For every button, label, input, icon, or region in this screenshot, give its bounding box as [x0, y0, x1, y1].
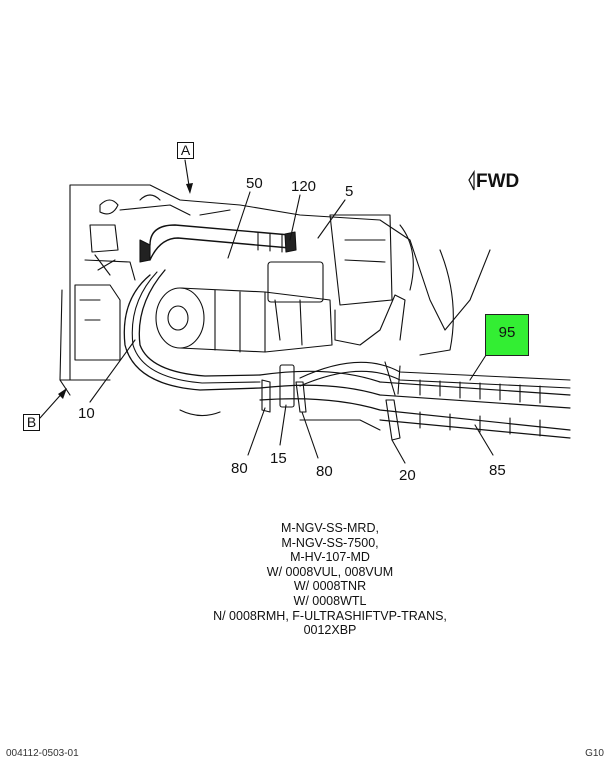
callout-50: 50: [246, 175, 263, 192]
leader-80a: [247, 407, 266, 456]
view-label-a: A: [177, 142, 194, 159]
leader-120: [289, 194, 301, 241]
note-line: M-HV-107-MD: [290, 550, 370, 565]
callout-120: 120: [291, 178, 317, 195]
engine-detail-upper: [84, 194, 231, 281]
callout-15: 15: [270, 450, 287, 467]
note-line: 0012XBP: [303, 623, 357, 638]
leader-85: [474, 424, 494, 456]
callout-95-highlight: 95: [485, 314, 529, 356]
callout-20: 20: [399, 467, 416, 484]
callout-80-left: 80: [231, 460, 248, 477]
applicability-notes: M-NGV-SS-MRD, M-NGV-SS-7500, M-HV-107-MD…: [180, 521, 480, 638]
leader-80b: [301, 411, 319, 459]
leader-15: [279, 404, 287, 446]
footer-left-code: 004112-0503-01: [6, 748, 79, 759]
callout-85: 85: [489, 462, 506, 479]
clamp-80-right: [295, 381, 307, 413]
leader-95: [469, 351, 489, 381]
callout-5: 5: [345, 183, 354, 200]
starter-motor-body: [179, 287, 333, 353]
cable-loop-10: [123, 274, 261, 391]
view-label-b: B: [23, 414, 40, 431]
fwd-label: FWD: [476, 171, 520, 192]
harness-95: [299, 361, 571, 389]
leader-10: [89, 339, 136, 403]
note-line: W/ 0008TNR: [293, 579, 367, 594]
engine-bracket-left: [74, 284, 121, 361]
clamp-15: [279, 364, 295, 408]
fitting-left: [89, 199, 119, 276]
note-line: N/ 0008RMH, F-ULTRASHIFTVP-TRANS,: [213, 608, 447, 623]
fwd-indicator: FWD: [467, 171, 519, 193]
fwd-arrow-icon: [468, 169, 475, 191]
callout-10: 10: [78, 405, 95, 422]
clamp-80-left: [261, 379, 271, 413]
harness-85: [259, 370, 571, 439]
leader-5: [317, 199, 346, 239]
callout-80-right: 80: [316, 463, 333, 480]
solenoid: [267, 261, 324, 303]
note-line: M-NGV-SS-7500,: [281, 535, 379, 550]
leader-20: [391, 439, 406, 464]
note-line: W/ 0008WTL: [293, 593, 367, 608]
clamp-20: [385, 399, 401, 441]
leader-50: [227, 191, 251, 259]
footer-right-code: G10: [585, 748, 604, 759]
engine-right-housing: [329, 214, 454, 356]
note-line: M-NGV-SS-MRD,: [281, 521, 379, 535]
starter-end-cap: [155, 287, 205, 349]
hose-120: [149, 224, 291, 261]
note-line: W/ 0008VUL, 008VUM: [266, 564, 394, 579]
